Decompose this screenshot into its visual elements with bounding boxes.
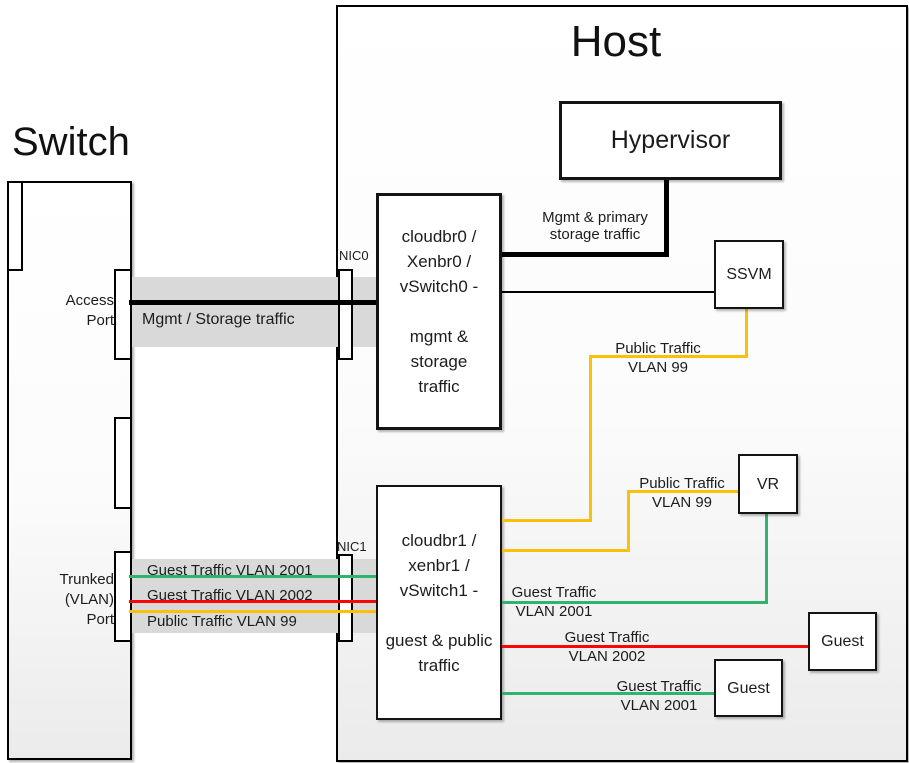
mgmt-storage-link [129, 300, 376, 305]
guest-vlan2001-vr-segment1 [765, 514, 768, 604]
bridge1-node: cloudbr1 / xenbr1 / vSwitch1 - guest & p… [376, 485, 502, 720]
switch-uplink-port [7, 181, 23, 271]
guest-vlan2002-guest-label: Guest Traffic VLAN 2002 [564, 629, 650, 665]
public-vlan99-trunk-label: Public Traffic VLAN 99 [147, 613, 297, 630]
mgmt-primary-link-vertical [664, 180, 669, 257]
guest-vlan2001-guest-label: Guest Traffic VLAN 2001 [616, 678, 702, 714]
bridge0-node: cloudbr0 / Xenbr0 / vSwitch0 - mgmt & st… [376, 193, 502, 430]
trunk-port-band [131, 559, 376, 633]
guest-vlan2001-trunk-label: Guest Traffic VLAN 2001 [147, 562, 313, 579]
mgmt-primary-link-label: Mgmt & primary storage traffic [542, 209, 648, 243]
mgmt-port-band [131, 277, 376, 347]
nic1-label: NIC1 [337, 539, 367, 554]
public-vlan99-ssvm-segment1 [745, 309, 748, 358]
hypervisor-node: Hypervisor [559, 101, 782, 180]
public-vlan99-trunk-line [129, 610, 376, 613]
trunked-port-label: Trunked (VLAN) Port [59, 571, 114, 628]
guest-vlan2001-vr-segment2 [502, 601, 768, 604]
guest-vlan2002-trunk-label: Guest Traffic VLAN 2002 [147, 587, 313, 604]
trunked-port [114, 551, 132, 642]
guest-node-b: Guest [714, 659, 783, 717]
guest-vlan2001-guest-link [502, 692, 714, 695]
nic1-port [338, 554, 353, 642]
guest-vlan2001-trunk-line [129, 575, 376, 578]
public-vlan99-vr-segment2 [627, 490, 630, 552]
guest-vlan2001-vr-label: Guest Traffic VLAN 2001 [511, 584, 597, 620]
guest-vlan2002-link [502, 645, 808, 648]
ssvm-node: SSVM [714, 240, 784, 309]
public-vlan99-vr-segment3 [627, 490, 738, 493]
switch-box [7, 181, 132, 760]
public-vlan99-ssvm-segment2 [589, 355, 748, 358]
public-vlan99-ssvm-segment4 [502, 519, 592, 522]
guest-vlan2002-trunk-line [129, 600, 376, 603]
guest-node-a: Guest [808, 612, 877, 671]
access-port-label: Access Port [65, 292, 114, 329]
public-vlan99-ssvm-segment3 [589, 355, 592, 522]
mgmt-storage-link-label: Mgmt / Storage traffic [142, 311, 295, 328]
nic0-label: NIC0 [339, 248, 369, 263]
public-vlan99-ssvm-label: Public Traffic VLAN 99 [615, 340, 701, 376]
nic0-port [338, 269, 353, 360]
mgmt-primary-link-horizontal [502, 252, 669, 257]
host-title: Host [570, 17, 662, 66]
switch-title: Switch [12, 120, 130, 164]
bridge0-ssvm-link [502, 291, 714, 293]
public-vlan99-vr-label: Public Traffic VLAN 99 [639, 475, 725, 511]
public-vlan99-vr-segment1 [502, 549, 630, 552]
access-port [114, 269, 132, 360]
vr-node: VR [738, 454, 798, 514]
unused-port [114, 417, 132, 509]
